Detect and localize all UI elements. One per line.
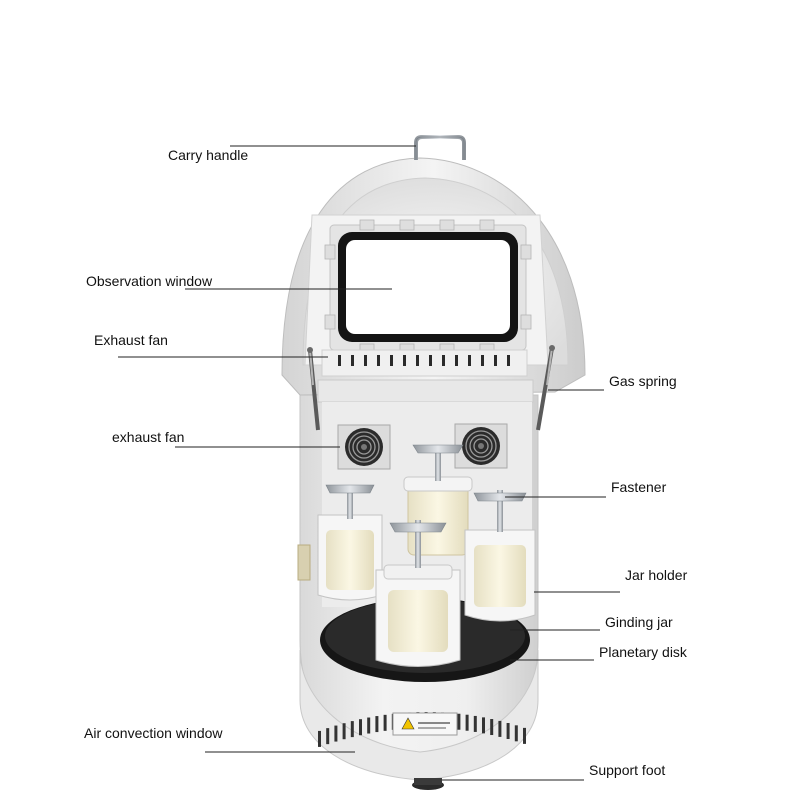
label-carry-handle: Carry handle	[168, 147, 249, 163]
exhaust-fan-left	[337, 424, 391, 470]
label-grinding-jar: Ginding jar	[605, 614, 673, 630]
jar-assembly-front	[375, 520, 461, 667]
convection-slot	[465, 714, 469, 731]
label-planetary-disk: Planetary disk	[599, 644, 687, 660]
convection-slot	[383, 714, 387, 731]
label-observation-window: Observation window	[86, 273, 213, 289]
jar-assembly-right	[464, 490, 536, 622]
convection-slot	[514, 725, 518, 742]
warning-sticker	[392, 712, 458, 736]
vent-slot	[338, 355, 341, 366]
convection-slot	[457, 713, 461, 730]
label-support-foot: Support foot	[589, 762, 666, 778]
vent-slot	[377, 355, 380, 366]
vent-slot	[390, 355, 393, 366]
lid-hinge-bar	[317, 379, 534, 403]
vent-slot	[429, 355, 432, 366]
vent-slot	[364, 355, 367, 366]
vent-slot	[442, 355, 445, 366]
convection-slot	[342, 723, 346, 740]
label-gas-spring: Gas spring	[609, 373, 677, 389]
carry-handle	[414, 135, 466, 160]
label-jar-holder: Jar holder	[625, 567, 688, 583]
jar-assembly-left	[317, 484, 383, 601]
label-fastener: Fastener	[611, 479, 667, 495]
convection-slot	[506, 723, 510, 740]
vent-slot	[507, 355, 510, 366]
convection-slot	[350, 721, 354, 738]
vent-slot	[455, 355, 458, 366]
convection-slot	[523, 727, 526, 744]
convection-slot	[318, 730, 321, 747]
side-control-box	[297, 544, 311, 581]
convection-slot	[375, 716, 379, 733]
convection-slot	[473, 715, 477, 732]
exhaust-vent-strip	[321, 349, 528, 377]
jar-assembly-back	[403, 444, 473, 556]
vent-slot	[416, 355, 419, 366]
exhaust-fan-right	[454, 423, 508, 469]
gas-springs	[307, 345, 555, 431]
convection-slot	[490, 719, 494, 736]
vent-slot	[403, 355, 406, 366]
support-foot	[412, 778, 444, 790]
vent-slot	[468, 355, 471, 366]
label-exhaust-fan-lower: exhaust fan	[112, 429, 185, 445]
convection-slot	[359, 719, 362, 736]
convection-slot	[334, 725, 338, 742]
vent-slot	[494, 355, 497, 366]
convection-slot	[482, 717, 485, 734]
vent-slot	[351, 355, 354, 366]
vent-slot	[481, 355, 484, 366]
convection-slot	[498, 720, 502, 737]
convection-slot	[367, 717, 371, 734]
observation-window	[324, 219, 532, 355]
label-air-convection-window: Air convection window	[84, 725, 223, 741]
leader-lines	[118, 145, 620, 781]
label-exhaust-fan-upper: Exhaust fan	[94, 332, 168, 348]
convection-slot	[326, 728, 330, 745]
